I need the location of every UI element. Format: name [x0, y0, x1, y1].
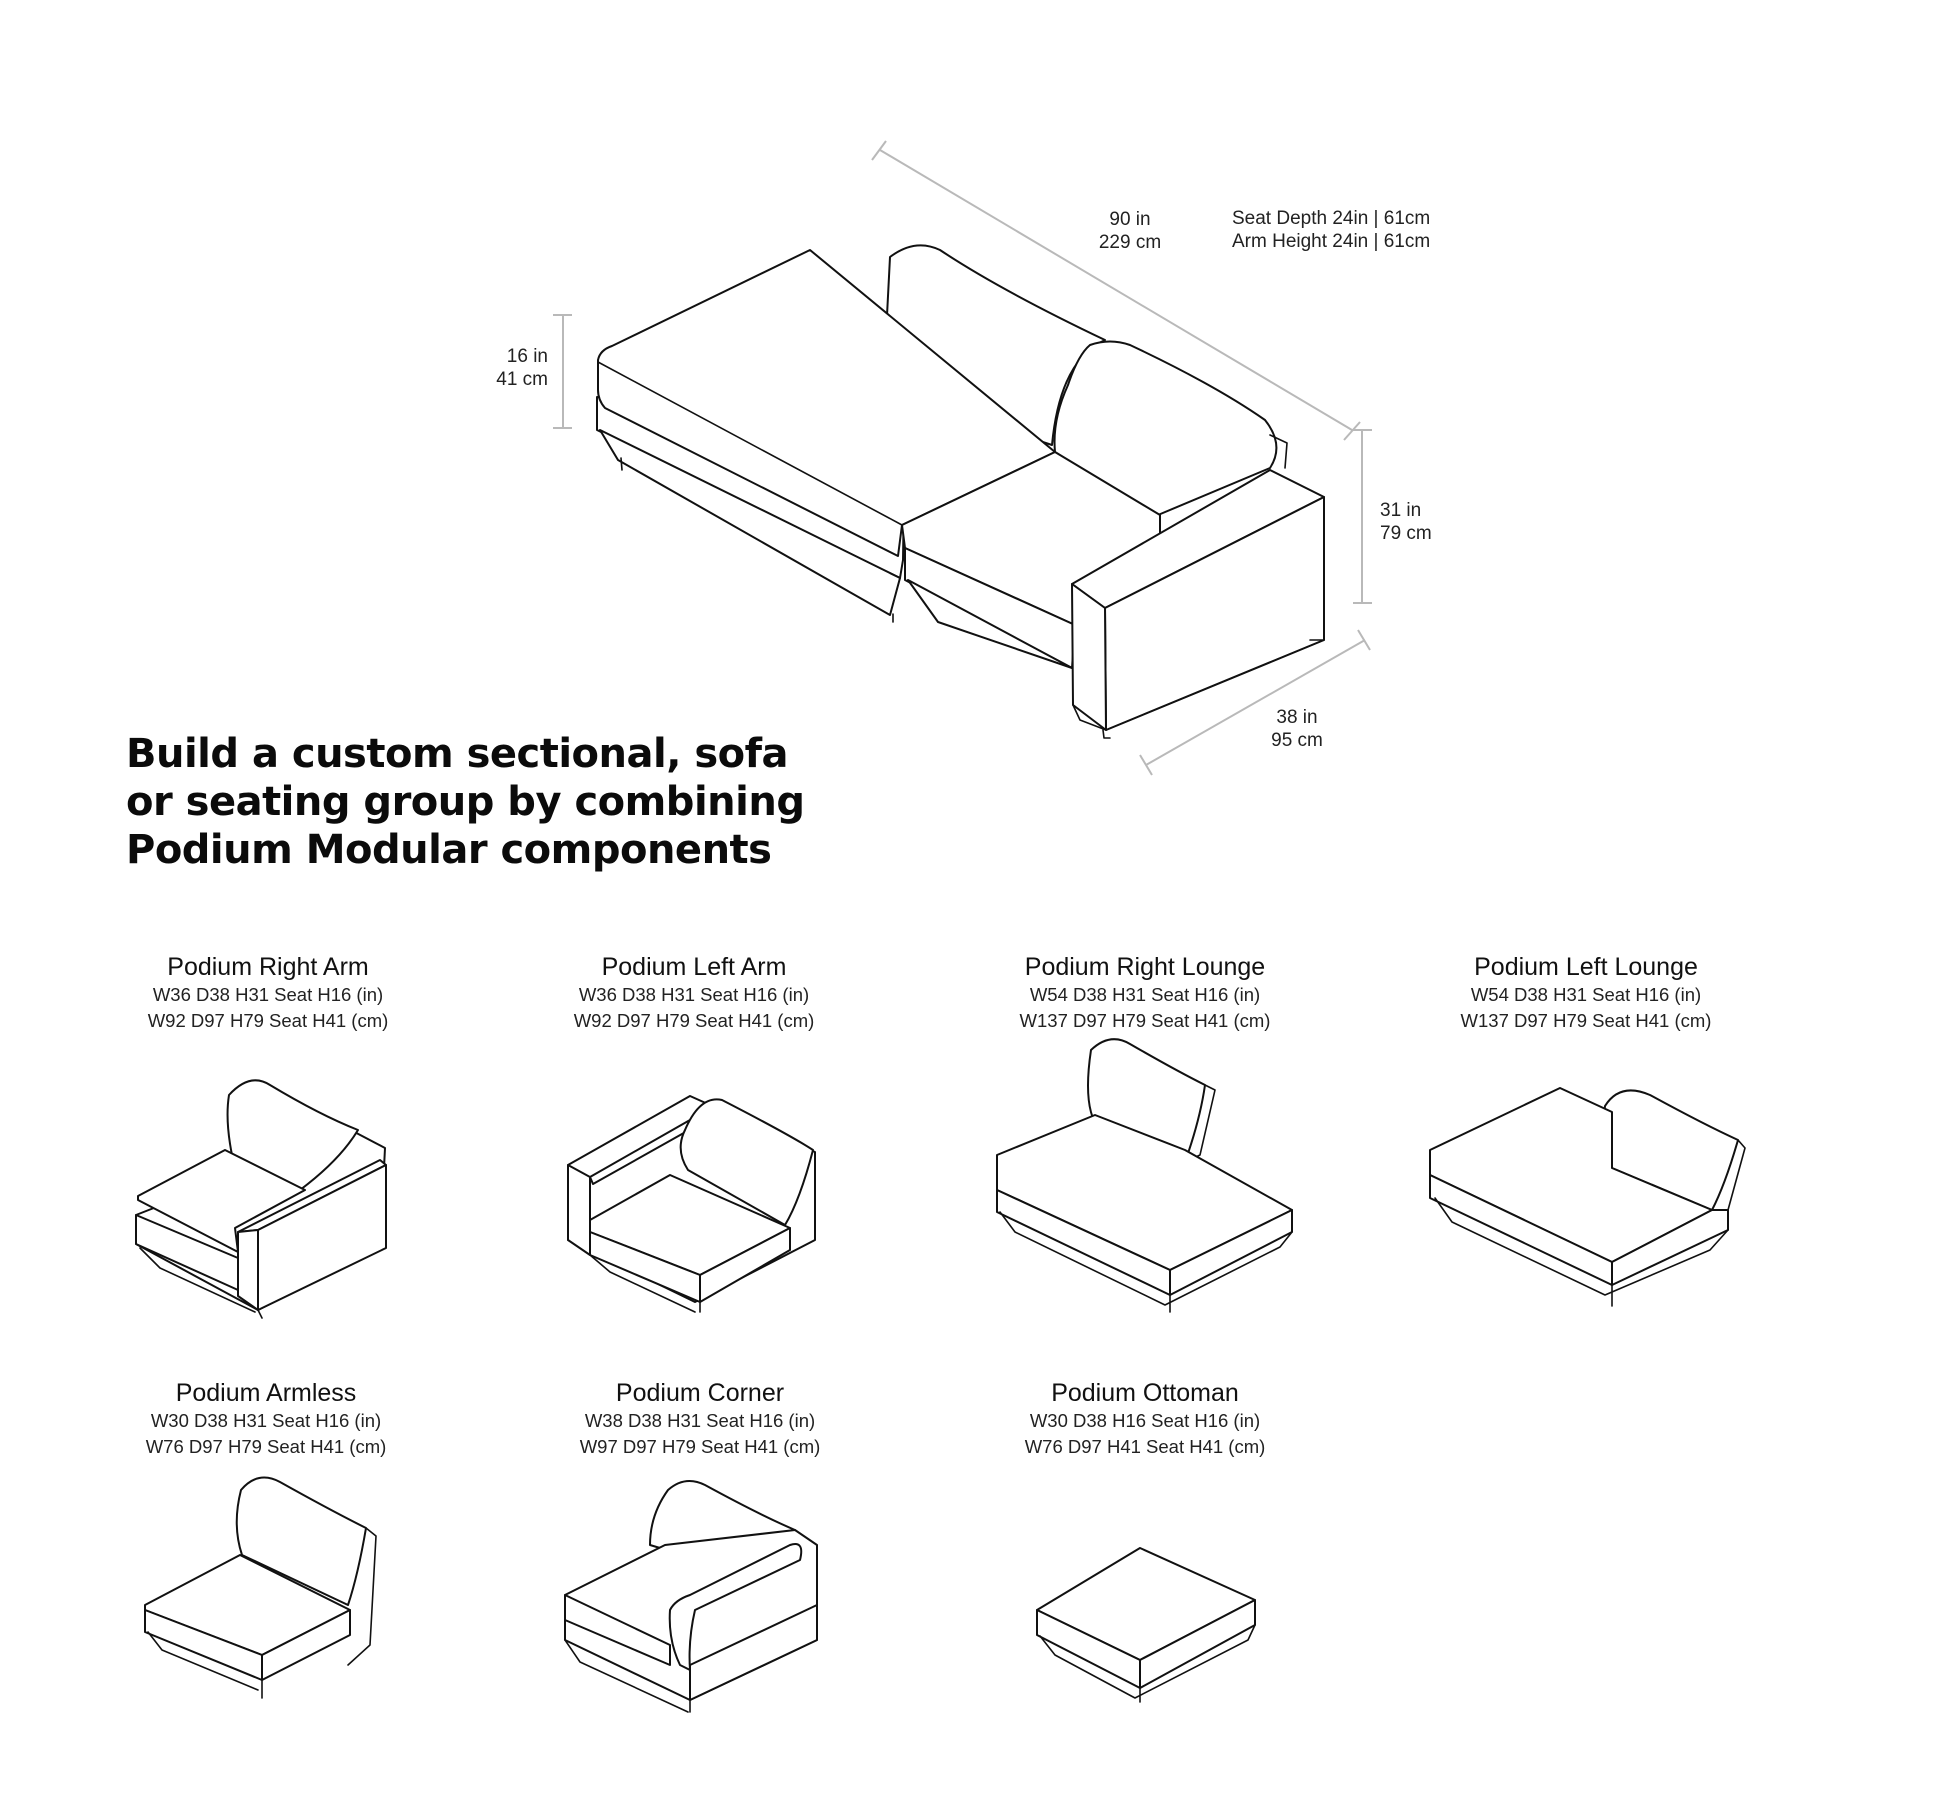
headline-line-3: Podium Modular components	[126, 827, 772, 873]
corner-drawing	[564, 1480, 818, 1713]
component-ottoman: Podium Ottoman W30 D38 H16 Seat H16 (in)…	[935, 1378, 1355, 1460]
seat-arm-notes: Seat Depth 24in | 61cm Arm Height 24in |…	[1232, 207, 1430, 253]
component-spec-cm: W137 D97 H79 Seat H41 (cm)	[1460, 1010, 1712, 1031]
component-name: Podium Right Lounge	[1024, 953, 1266, 981]
length-cm: 229 cm	[1098, 232, 1162, 253]
depth-label: 38 in 95 cm	[1252, 706, 1342, 752]
dimension-lines	[553, 140, 1372, 776]
component-name: Podium Left Arm	[601, 953, 787, 981]
component-left-arm: Podium Left Arm W36 D38 H31 Seat H16 (in…	[484, 952, 904, 1034]
seat-height-label: 16 in 41 cm	[448, 345, 548, 391]
right-lounge-drawing	[996, 1038, 1293, 1313]
component-name: Podium Right Arm	[167, 953, 369, 981]
left-arm-drawing	[567, 1095, 816, 1313]
component-spec-in: W54 D38 H31 Seat H16 (in)	[1470, 984, 1702, 1005]
component-left-lounge: Podium Left Lounge W54 D38 H31 Seat H16 …	[1376, 952, 1796, 1034]
component-name: Podium Ottoman	[1051, 1379, 1239, 1407]
component-spec-cm: W76 D97 H79 Seat H41 (cm)	[145, 1436, 387, 1457]
length-in: 90 in	[1109, 209, 1151, 230]
component-name: Podium Corner	[615, 1379, 785, 1407]
seat-depth-note: Seat Depth 24in | 61cm	[1232, 208, 1431, 229]
armless-drawing	[144, 1476, 377, 1699]
component-spec-in: W54 D38 H31 Seat H16 (in)	[1029, 984, 1261, 1005]
depth-in: 38 in	[1276, 707, 1318, 728]
seat-height-cm: 41 cm	[496, 369, 548, 390]
component-spec-cm: W92 D97 H79 Seat H41 (cm)	[573, 1010, 815, 1031]
component-spec-in: W30 D38 H31 Seat H16 (in)	[150, 1410, 382, 1431]
headline: Build a custom sectional, sofa or seatin…	[126, 730, 846, 874]
height-in: 31 in	[1380, 500, 1422, 521]
component-spec-cm: W92 D97 H79 Seat H41 (cm)	[147, 1010, 389, 1031]
component-spec-in: W36 D38 H31 Seat H16 (in)	[152, 984, 384, 1005]
ottoman-drawing	[1036, 1547, 1256, 1703]
component-spec-in: W30 D38 H16 Seat H16 (in)	[1029, 1410, 1261, 1431]
headline-line-1: Build a custom sectional, sofa	[126, 731, 789, 777]
component-spec-cm: W97 D97 H79 Seat H41 (cm)	[579, 1436, 821, 1457]
component-armless: Podium Armless W30 D38 H31 Seat H16 (in)…	[56, 1378, 476, 1460]
component-spec-cm: W76 D97 H41 Seat H41 (cm)	[1024, 1436, 1266, 1457]
component-right-lounge: Podium Right Lounge W54 D38 H31 Seat H16…	[935, 952, 1355, 1034]
headline-line-2: or seating group by combining	[126, 779, 805, 825]
depth-cm: 95 cm	[1271, 730, 1323, 751]
component-name: Podium Armless	[175, 1379, 357, 1407]
height-label: 31 in 79 cm	[1380, 499, 1432, 545]
component-spec-in: W38 D38 H31 Seat H16 (in)	[584, 1410, 816, 1431]
hero-sofa-drawing	[553, 140, 1372, 776]
left-lounge-drawing	[1429, 1087, 1746, 1307]
component-corner: Podium Corner W38 D38 H31 Seat H16 (in) …	[490, 1378, 910, 1460]
component-spec-cm: W137 D97 H79 Seat H41 (cm)	[1019, 1010, 1271, 1031]
component-right-arm: Podium Right Arm W36 D38 H31 Seat H16 (i…	[58, 952, 478, 1034]
arm-height-note: Arm Height 24in | 61cm	[1232, 231, 1431, 252]
right-arm-drawing	[135, 1079, 387, 1319]
component-name: Podium Left Lounge	[1474, 953, 1698, 981]
seat-height-in: 16 in	[506, 346, 548, 367]
length-label: 90 in 229 cm	[1080, 208, 1180, 254]
height-cm: 79 cm	[1380, 523, 1432, 544]
component-spec-in: W36 D38 H31 Seat H16 (in)	[578, 984, 810, 1005]
